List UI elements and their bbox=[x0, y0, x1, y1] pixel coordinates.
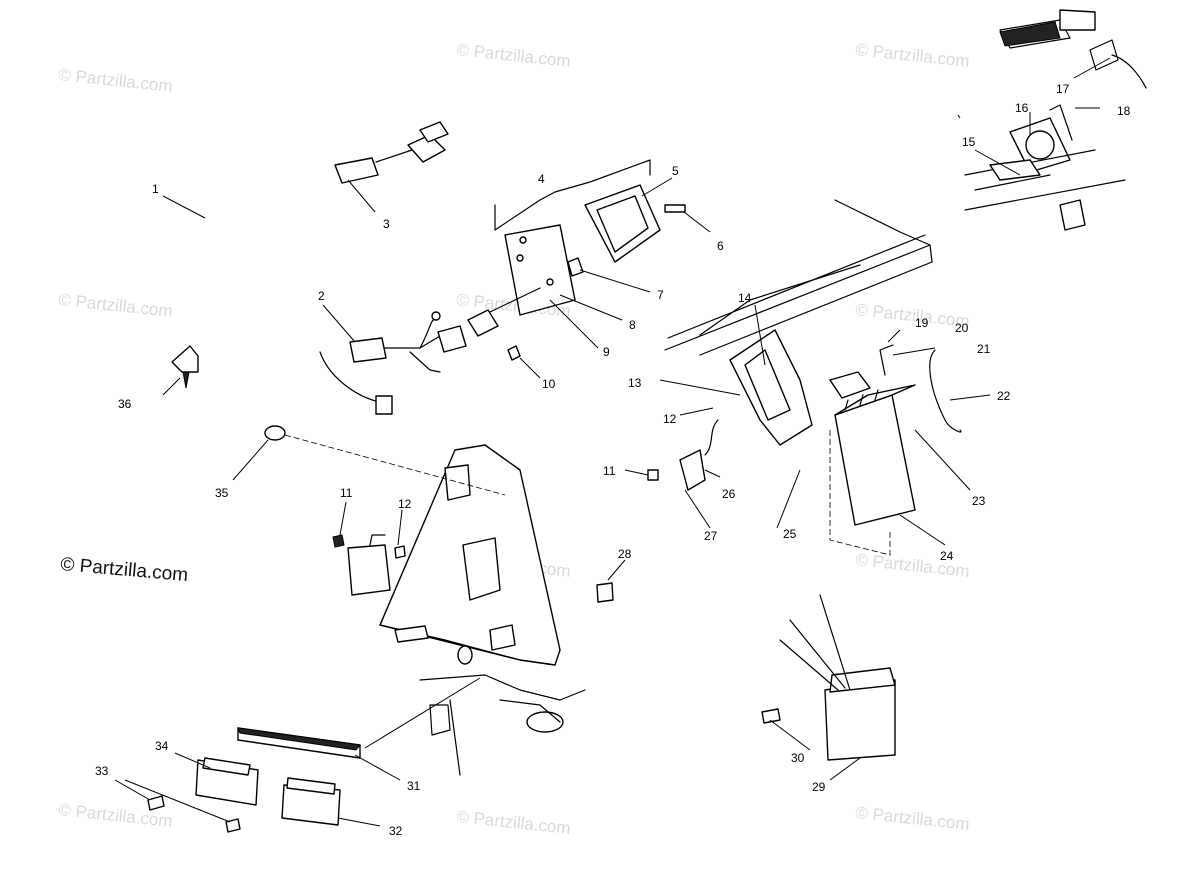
callout-14: 14 bbox=[738, 291, 752, 305]
callout-26: 26 bbox=[722, 487, 736, 501]
part-28-bolt bbox=[596, 582, 614, 603]
callout-28: 28 bbox=[618, 547, 632, 561]
callout-34: 34 bbox=[155, 739, 169, 753]
callout-1: 1 bbox=[152, 182, 159, 196]
callout-18: 18 bbox=[1117, 104, 1131, 118]
battery bbox=[829, 344, 962, 556]
callout-7: 7 bbox=[657, 288, 664, 302]
callout-8: 8 bbox=[629, 318, 636, 332]
frame-tube bbox=[664, 199, 933, 446]
leader-lines bbox=[114, 57, 1111, 827]
callout-11: 11 bbox=[603, 464, 616, 478]
callout-13: 13 bbox=[628, 376, 642, 390]
callout-4: 4 bbox=[538, 172, 545, 186]
callout-12b: 12 bbox=[398, 497, 412, 511]
callout-30: 30 bbox=[791, 751, 805, 765]
watermark: © Partzilla.com bbox=[855, 40, 971, 71]
wiring-harness bbox=[183, 121, 467, 415]
callout-29: 29 bbox=[812, 780, 826, 794]
part-26-27-switch bbox=[647, 419, 719, 491]
callout-24: 24 bbox=[940, 549, 954, 563]
callout-12: 12 bbox=[663, 412, 677, 426]
callout-23: 23 bbox=[972, 494, 986, 508]
callout-17: 17 bbox=[1056, 82, 1070, 96]
callout-11b: 11 bbox=[340, 486, 353, 500]
light-assembly bbox=[467, 159, 686, 361]
watermark: © Partzilla.com bbox=[58, 290, 174, 321]
watermark: © Partzilla.com bbox=[58, 65, 174, 96]
callout-22: 22 bbox=[997, 389, 1011, 403]
callout-2: 2 bbox=[318, 289, 325, 303]
callout-9: 9 bbox=[603, 345, 610, 359]
callout-35: 35 bbox=[215, 486, 229, 500]
watermark-main: © Partzilla.com bbox=[60, 554, 189, 586]
part-35-plug bbox=[264, 425, 506, 496]
callout-labels: 1 2 3 4 5 6 7 8 9 10 11 12 13 14 15 16 1… bbox=[95, 82, 1131, 838]
module-part bbox=[332, 534, 406, 596]
horn-assembly bbox=[964, 9, 1147, 231]
callout-21: 21 bbox=[977, 342, 991, 356]
callout-25: 25 bbox=[783, 527, 797, 541]
watermark: © Partzilla.com bbox=[855, 300, 971, 331]
callout-19: 19 bbox=[915, 316, 929, 330]
callout-3: 3 bbox=[383, 217, 390, 231]
watermark: © Partzilla.com bbox=[456, 807, 572, 838]
frame-panel bbox=[379, 444, 586, 776]
callout-10: 10 bbox=[542, 377, 556, 391]
callout-33: 33 bbox=[95, 764, 109, 778]
callout-5: 5 bbox=[672, 164, 679, 178]
callout-15: 15 bbox=[962, 135, 976, 149]
watermark: © Partzilla.com bbox=[855, 803, 971, 834]
callout-16: 16 bbox=[1015, 101, 1029, 115]
callout-32: 32 bbox=[389, 824, 403, 838]
regulator bbox=[761, 594, 896, 761]
callout-6: 6 bbox=[717, 239, 724, 253]
callout-27: 27 bbox=[704, 529, 718, 543]
callout-20: 20 bbox=[955, 321, 969, 335]
callout-36: 36 bbox=[118, 397, 132, 411]
callout-31: 31 bbox=[407, 779, 421, 793]
pads bbox=[147, 727, 361, 833]
watermark: © Partzilla.com bbox=[456, 40, 572, 71]
part-36-sensor bbox=[171, 345, 199, 389]
